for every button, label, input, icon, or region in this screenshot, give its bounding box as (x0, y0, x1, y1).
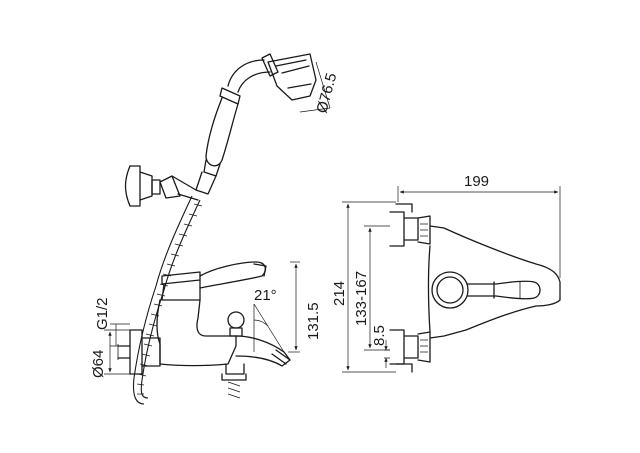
center-distance-label: 133-167 (353, 271, 370, 326)
front-view: 199 214 133-167 8.5 (331, 173, 561, 373)
shower-hose (132, 195, 203, 405)
connection-diameter-label: Ø64 (90, 350, 107, 378)
thread-dimension (110, 323, 130, 347)
handset-diameter-label: Ø76.5 (313, 71, 340, 115)
spout-height-label: 131.5 (305, 302, 322, 340)
connection-thread-label: G1/2 (94, 297, 111, 330)
spout-height-dimension (288, 261, 300, 353)
mixer-body (156, 261, 291, 399)
side-view: G1/2 Ø64 Ø76.5 21° 131.5 (90, 53, 340, 405)
wall-connection (117, 329, 161, 375)
total-width-label: 199 (464, 173, 489, 190)
spout-angle-label: 21° (254, 287, 277, 304)
escutcheon-dimension (104, 329, 130, 375)
width-dimension (397, 186, 561, 278)
handset-dimension (299, 61, 331, 113)
total-height-label: 214 (331, 281, 348, 306)
height-dimension (342, 201, 396, 373)
bottom-connection (389, 329, 431, 373)
offset-label: 8.5 (371, 325, 388, 346)
body-front (427, 225, 561, 339)
wall-holder (124, 165, 199, 207)
shower-handset (195, 53, 317, 195)
spout-angle-dimension (253, 303, 285, 353)
offset-dimension (384, 340, 390, 368)
top-connection (389, 203, 431, 247)
